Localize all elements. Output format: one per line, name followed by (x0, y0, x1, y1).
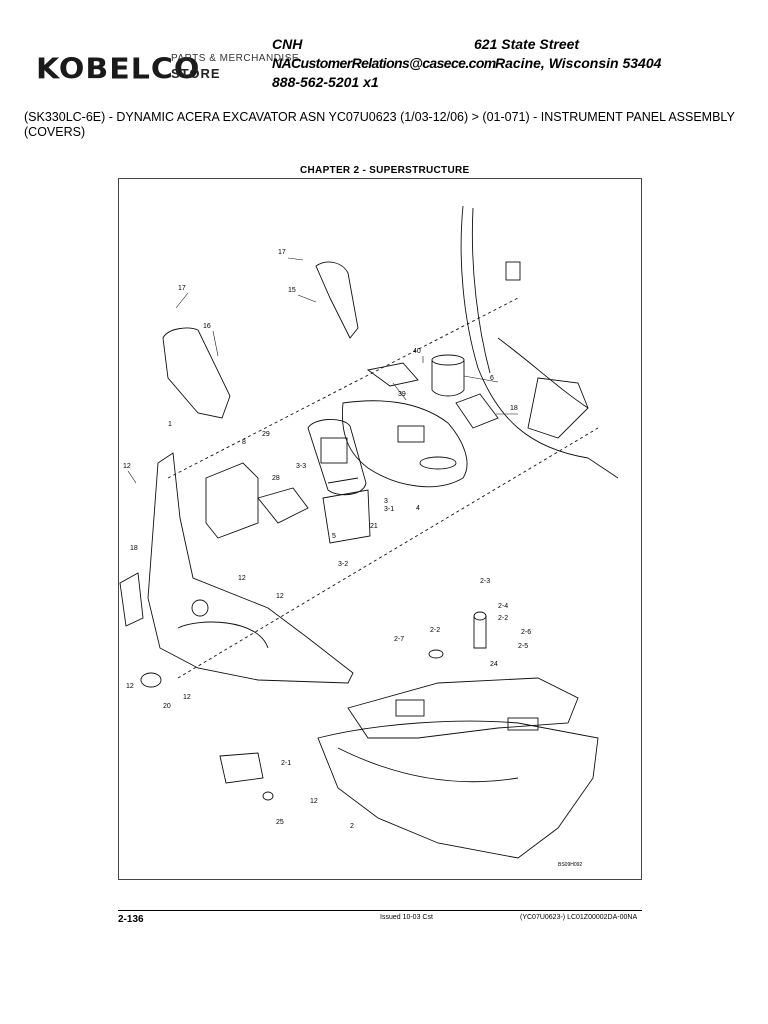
part-callout: 3-3 (296, 463, 306, 470)
part-20-cap (140, 672, 162, 688)
part-callout: 17 (278, 249, 286, 256)
part-callout: 2 (350, 823, 354, 830)
part-callout: 8 (242, 439, 246, 446)
part-18-left-vent (119, 572, 144, 627)
callout-leader (287, 257, 304, 261)
callout-leader (212, 330, 219, 357)
part-callout: 12 (310, 798, 318, 805)
cover-opening (395, 699, 425, 717)
part-callout: 16 (203, 323, 211, 330)
cab-panel-edge (497, 337, 589, 409)
part-callout: 2-3 (480, 578, 490, 585)
monitor-keypad (327, 477, 359, 484)
page-number: 2-136 (118, 914, 144, 925)
part-callout: 25 (276, 819, 284, 826)
part-callout: 5 (332, 533, 336, 540)
part-callout: 2-6 (521, 629, 531, 636)
company-email[interactable]: NACustomerRelations@casece.com (272, 55, 496, 71)
part-2-5-switch (507, 717, 539, 731)
cab-pillar-inner (471, 207, 491, 374)
part-bracket (505, 261, 521, 281)
part-18-vent (455, 393, 499, 429)
part-callout: 2-1 (281, 760, 291, 767)
logo-store: STORE (171, 66, 221, 81)
part-callout: 12 (183, 694, 191, 701)
company-street: 621 State Street (474, 36, 580, 52)
chapter-heading: CHAPTER 2 - SUPERSTRUCTURE (300, 165, 470, 176)
part-39-bracket (366, 362, 419, 387)
cab-side-panel (527, 377, 589, 439)
part-2-3-stem (473, 616, 487, 649)
callout-leader (175, 292, 189, 309)
kobelco-logo: KOBELCO (36, 52, 201, 87)
cab-pillar-outline (460, 205, 619, 479)
logo-subtitle: PARTS & MERCHANDISE (171, 53, 300, 64)
part-callout: 17 (178, 285, 186, 292)
part-2-lower-cover (317, 720, 599, 859)
part-16-cover (162, 327, 231, 419)
part-6-cup-body (431, 360, 465, 397)
part-callout: 2-7 (394, 636, 404, 643)
part-callout: 2-2 (430, 627, 440, 634)
part-callout: 3-1 (384, 506, 394, 513)
part-3-monitor (307, 419, 367, 496)
part-2-2-upper-cover (347, 677, 579, 739)
monitor-screen (320, 437, 348, 464)
part-callout: 12 (123, 463, 131, 470)
part-callout: 4 (416, 505, 420, 512)
part-15-cover (315, 261, 359, 339)
panel-recess (177, 621, 269, 649)
part-callout: 28 (272, 475, 280, 482)
callout-leader (127, 470, 137, 484)
part-callout: 6 (490, 375, 494, 382)
console-opening (397, 425, 425, 443)
part-callout: 12 (126, 683, 134, 690)
company-name: CNH (272, 36, 303, 52)
part-callout: 2-5 (518, 643, 528, 650)
diagram-frame (118, 178, 642, 880)
part-8-box (205, 462, 259, 539)
callout-leader (463, 375, 499, 383)
part-25-plug (262, 791, 274, 801)
part-2-7-knob (428, 649, 444, 659)
part-callout: 29 (262, 431, 270, 438)
part-4-console (341, 400, 468, 488)
part-6-cup (431, 354, 465, 366)
leader-line (177, 427, 599, 679)
lower-cover-curve (337, 747, 519, 783)
part-1-panel (147, 452, 354, 684)
console-cup-recess (419, 456, 457, 470)
callout-leader (297, 294, 317, 303)
part-callout: 20 (163, 703, 171, 710)
part-callout: 15 (288, 287, 296, 294)
part-callout: 3 (384, 498, 388, 505)
part-callout: 24 (490, 661, 498, 668)
issue-info: Issued 10-03 Cst (380, 914, 433, 921)
part-callout: 2-2 (498, 615, 508, 622)
part-callout: 3-2 (338, 561, 348, 568)
panel-knob (191, 599, 209, 617)
document-code: (YC07U0623-) LC01Z00002DA-00NA (520, 914, 638, 921)
company-phone: 888-562-5201 x1 (272, 74, 379, 90)
part-callout: 18 (130, 545, 138, 552)
part-callout: 40 (413, 348, 421, 355)
footer-rule (118, 910, 642, 911)
company-city: Racine, Wisconsin 53404 (495, 55, 662, 71)
part-callout: 2-4 (498, 603, 508, 610)
part-callout: 12 (276, 593, 284, 600)
part-8-duct (257, 487, 309, 524)
part-callout: 1 (168, 421, 172, 428)
part-callout: 18 (510, 405, 518, 412)
callout-leader (392, 382, 407, 401)
part-callout: 12 (238, 575, 246, 582)
part-2-1-switch (219, 752, 264, 784)
part-5-plate (322, 489, 371, 544)
part-callout: 21 (370, 523, 378, 530)
diagram-code: BS09H092 (558, 862, 582, 868)
page-title: (SK330LC-6E) - DYNAMIC ACERA EXCAVATOR A… (24, 110, 735, 139)
part-2-3-knob (473, 611, 487, 621)
